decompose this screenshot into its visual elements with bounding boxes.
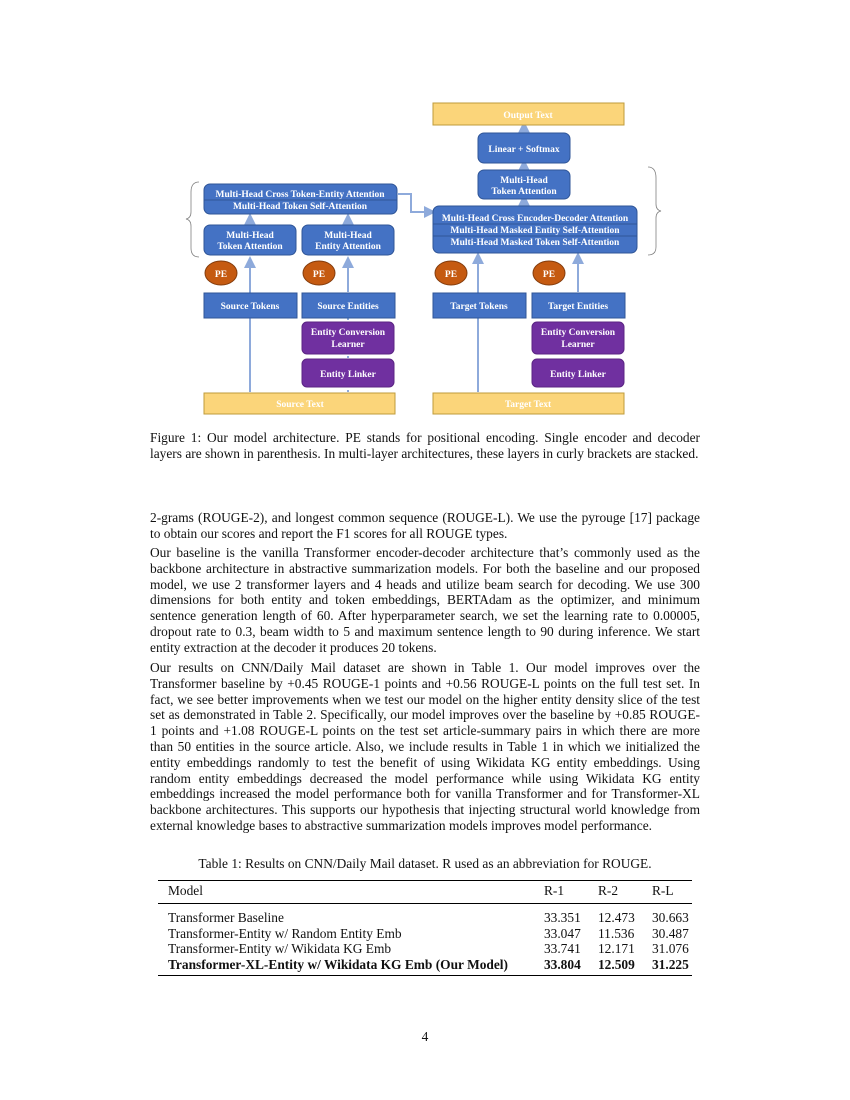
target-text-label: Target Text (505, 400, 552, 410)
pe-circle-source-tokens (204, 260, 238, 286)
cell-r1: 33.741 (543, 941, 581, 956)
source-entity-linker-box (301, 358, 395, 388)
cell-r2: 12.473 (597, 910, 635, 925)
cell-model: Transformer-Entity w/ Wikidata KG Emb (168, 941, 392, 956)
cell-model: Transformer-XL-Entity w/ Wikidata KG Emb… (158, 956, 530, 976)
target-entities-box (531, 292, 626, 319)
entity-conversion-label-1: Entity Conversion (311, 328, 386, 338)
entity-conversion-label-2: Learner (561, 340, 595, 350)
encoder-entity-attention-box (301, 224, 395, 256)
cell-model: Transformer-Entity w/ Random Entity Emb (168, 925, 402, 941)
pe-label: PE (445, 270, 457, 280)
target-text-box (432, 392, 625, 415)
encoder-entity-attention-label-1: Multi-Head (324, 231, 372, 241)
entity-conversion-label-1: Entity Conversion (541, 328, 616, 338)
pe-label: PE (313, 270, 325, 280)
encoder-cross-label-2: Multi-Head Token Self-Attention (233, 202, 368, 212)
table-caption: Table 1: Results on CNN/Daily Mail datas… (198, 856, 652, 871)
pe-circle-target-entities (532, 260, 566, 286)
pe-label: PE (543, 270, 555, 280)
source-entities-label: Source Entities (317, 302, 379, 312)
target-entity-conversion-box (531, 321, 625, 355)
encoder-brace (185, 181, 200, 258)
entity-linker-label: Entity Linker (320, 370, 376, 380)
header-rl: R-L (637, 880, 692, 904)
page-number: 4 (421, 1029, 429, 1044)
output-text-label: Output Text (503, 111, 553, 121)
header-r2: R-2 (583, 880, 638, 904)
source-text-label: Source Text (276, 400, 324, 410)
encoder-cross-attention-box (203, 183, 398, 215)
encoder-entity-attention-label-2: Entity Attention (315, 242, 381, 252)
figure-caption: Figure 1: Our model architecture. PE sta… (150, 430, 700, 461)
cell-r1: 33.351 (543, 910, 581, 925)
encoder-cross-label-1: Multi-Head Cross Token-Entity Attention (216, 190, 386, 200)
decoder-brace (647, 166, 662, 256)
table-header-row: Model R-1 R-2 R-L (158, 880, 692, 904)
paragraph-results: Our results on CNN/Daily Mail dataset ar… (150, 660, 700, 833)
entity-conversion-label-2: Learner (331, 340, 365, 350)
results-table: Model R-1 R-2 R-L Transformer Baseline 3… (158, 880, 692, 976)
output-text-box (432, 102, 625, 126)
target-entities-label: Target Entities (548, 302, 608, 312)
source-tokens-label: Source Tokens (221, 302, 280, 312)
decoder-cross-label-1: Multi-Head Cross Encoder-Decoder Attenti… (442, 214, 629, 224)
pe-circle-target-tokens (434, 260, 468, 286)
table-row: Transformer-Entity w/ Random Entity Emb … (158, 926, 692, 942)
linear-softmax-box (477, 132, 571, 164)
cell-rl: 30.487 (651, 925, 689, 941)
encoder-token-attention-box (203, 224, 297, 256)
cell-model: Transformer Baseline (168, 910, 284, 925)
pe-label: PE (215, 270, 227, 280)
target-tokens-label: Target Tokens (450, 302, 508, 312)
source-entity-conversion-box (301, 321, 395, 355)
source-text-box (203, 392, 396, 415)
decoder-token-attention-label-1: Multi-Head (500, 176, 548, 186)
pe-circle-source-entities (302, 260, 336, 286)
paragraph-rouge-intro: 2-grams (ROUGE-2), and longest common se… (150, 510, 700, 541)
target-tokens-box (432, 292, 527, 319)
cell-r2: 12.171 (597, 941, 635, 956)
cell-rl: 30.663 (651, 910, 689, 925)
flow-arrows (244, 121, 584, 392)
cell-rl: 31.225 (637, 956, 692, 976)
encoder-token-attention-label-2: Token Attention (217, 242, 283, 252)
cell-r1: 33.047 (543, 925, 581, 941)
linear-softmax-label: Linear + Softmax (488, 145, 559, 155)
header-r1: R-1 (529, 880, 584, 904)
table-row: Transformer-Entity w/ Wikidata KG Emb 33… (158, 941, 692, 957)
decoder-cross-attention-box (432, 205, 638, 254)
header-model: Model (158, 880, 530, 904)
cell-r1: 33.804 (529, 956, 584, 976)
table-row: Transformer Baseline 33.351 12.473 30.66… (158, 904, 692, 926)
paragraph-baseline: Our baseline is the vanilla Transformer … (150, 545, 700, 655)
entity-linker-label: Entity Linker (550, 370, 606, 380)
source-entities-box (301, 292, 396, 319)
source-tokens-box (203, 292, 298, 319)
decoder-token-attention-label-2: Token Attention (491, 187, 557, 197)
decoder-cross-label-2: Multi-Head Masked Entity Self-Attention (450, 226, 620, 236)
target-entity-linker-box (531, 358, 625, 388)
decoder-cross-label-3: Multi-Head Masked Token Self-Attention (451, 238, 620, 248)
encoder-token-attention-label-1: Multi-Head (226, 231, 274, 241)
decoder-token-attention-box (477, 169, 571, 200)
table-row-our-model: Transformer-XL-Entity w/ Wikidata KG Emb… (158, 956, 692, 976)
architecture-figure: Output Text Linear + Softmax Multi-Head … (185, 102, 662, 415)
cell-rl: 31.076 (651, 941, 689, 956)
cell-r2: 11.536 (597, 925, 635, 941)
cell-r2: 12.509 (583, 956, 638, 976)
